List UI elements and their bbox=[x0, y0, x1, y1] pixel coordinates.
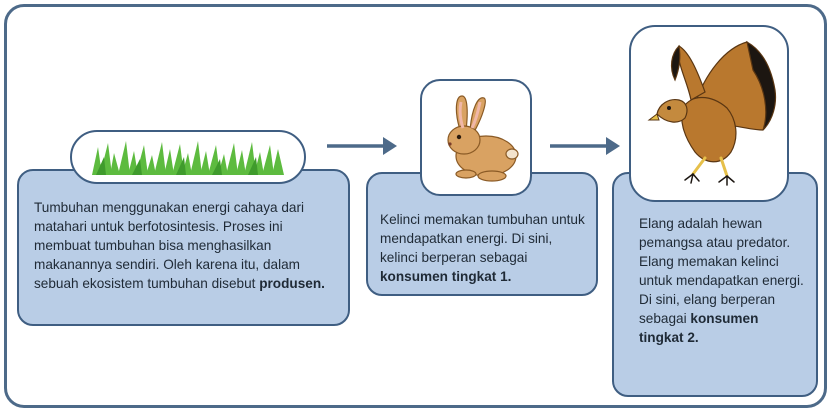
rabbit-card: Kelinci memakan tumbuhan untuk mendapatk… bbox=[366, 172, 598, 296]
rabbit-image-panel bbox=[420, 79, 532, 196]
producer-term: produsen. bbox=[259, 276, 325, 291]
producer-text: Tumbuhan menggunakan energi cahaya dari … bbox=[34, 200, 305, 291]
eagle-term: konsumen tingkat 2. bbox=[639, 311, 759, 345]
eagle-image-panel bbox=[629, 25, 789, 202]
eagle-description: Elang adalah hewan pemangsa atau predato… bbox=[639, 214, 804, 347]
grass-icon bbox=[92, 141, 284, 175]
grass-image-panel bbox=[70, 130, 306, 184]
producer-card: Tumbuhan menggunakan energi cahaya dari … bbox=[17, 169, 350, 326]
rabbit-term: konsumen tingkat 1. bbox=[380, 269, 512, 284]
rabbit-description: Kelinci memakan tumbuhan untuk mendapatk… bbox=[380, 210, 586, 286]
eagle-icon bbox=[647, 40, 777, 186]
producer-description: Tumbuhan menggunakan energi cahaya dari … bbox=[34, 198, 334, 293]
arrow-right-icon bbox=[327, 137, 397, 155]
rabbit-text: Kelinci memakan tumbuhan untuk mendapatk… bbox=[380, 212, 585, 265]
eagle-card: Elang adalah hewan pemangsa atau predato… bbox=[612, 172, 818, 397]
eagle-text: Elang adalah hewan pemangsa atau predato… bbox=[639, 216, 804, 326]
arrow-right-icon bbox=[550, 137, 620, 155]
rabbit-icon bbox=[447, 94, 519, 182]
